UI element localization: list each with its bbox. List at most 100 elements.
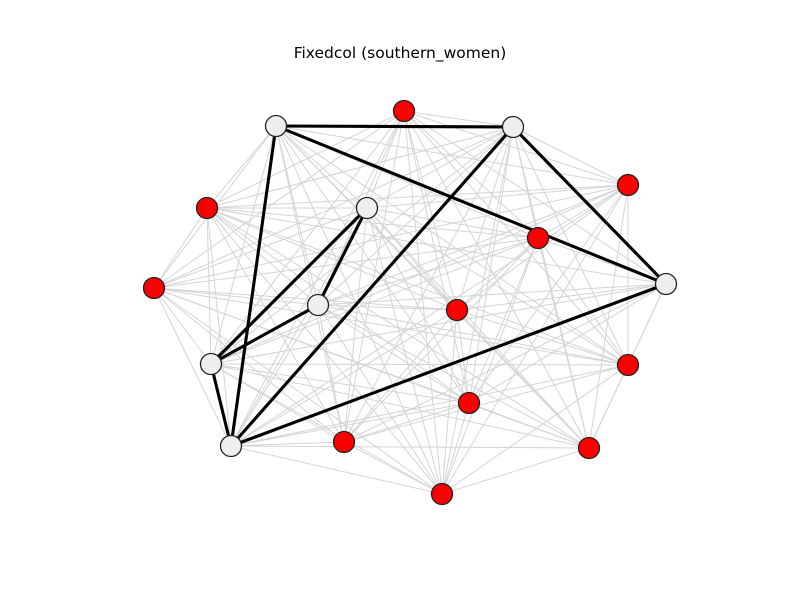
graph-edge-weak — [456, 283, 667, 311]
graph-edge-weak — [512, 126, 629, 186]
graph-edge-weak — [206, 207, 458, 311]
graph-edge-weak — [468, 283, 667, 404]
graph-edge-strong — [209, 303, 320, 366]
graph-edge-weak — [153, 287, 443, 495]
graph-edge-weak — [206, 207, 345, 443]
graph-edge-weak — [230, 445, 590, 449]
graph-edge-weak — [317, 304, 590, 449]
graph-edge-weak — [366, 184, 629, 209]
graph-edge-weak — [153, 287, 458, 311]
graph-edge-weak — [468, 184, 629, 404]
graph-edge-weak — [210, 363, 590, 449]
graph-edge-weak — [210, 363, 470, 404]
graph-edge-weak — [153, 287, 232, 447]
graph-edge-weak — [153, 207, 208, 289]
graph-edge-strong — [229, 125, 515, 448]
graph-edge-weak — [317, 283, 667, 306]
graph-edge-weak — [206, 125, 277, 209]
graph-edge-weak — [441, 364, 629, 495]
graph-node-light[interactable] — [501, 115, 525, 139]
graph-node-red[interactable] — [195, 196, 219, 220]
graph-edge-weak — [343, 126, 514, 443]
graph-edge-weak — [275, 125, 345, 443]
graph-node-red[interactable] — [332, 430, 356, 454]
graph-edge-weak — [441, 402, 470, 495]
graph-edge-weak — [366, 126, 514, 209]
graph-edge-weak — [210, 237, 539, 365]
graph-node-red[interactable] — [430, 482, 454, 506]
graph-edge-weak — [317, 184, 629, 306]
graph-edge-weak — [153, 184, 629, 289]
graph-edge-weak — [230, 309, 458, 447]
graph-edge-weak — [456, 237, 539, 311]
graph-edge-weak — [275, 125, 629, 186]
graph-edge-weak — [403, 110, 629, 366]
graph-edge-strong — [511, 125, 668, 286]
graph-edge-weak — [206, 207, 212, 365]
graph-edge-weak — [588, 184, 629, 449]
graph-edge-weak — [317, 237, 539, 306]
graph-node-red[interactable] — [616, 353, 640, 377]
graph-edge-weak — [153, 237, 539, 289]
graph-edge-weak — [206, 207, 539, 239]
graph-edge-weak — [456, 309, 590, 449]
graph-edge-weak — [403, 110, 470, 404]
graph-node-red[interactable] — [616, 173, 640, 197]
graph-edge-weak — [275, 125, 319, 306]
graph-edge-weak — [403, 110, 458, 311]
graph-edge-weak — [317, 304, 345, 443]
graph-edge-weak — [230, 441, 345, 447]
graph-edge-weak — [275, 125, 368, 209]
weak-edge-layer — [153, 110, 667, 495]
graph-edge-weak — [275, 125, 443, 495]
graph-node-light[interactable] — [306, 293, 330, 317]
graph-edge-weak — [153, 287, 319, 306]
graph-node-light[interactable] — [654, 272, 678, 296]
graph-edge-weak — [206, 207, 319, 306]
graph-edge-weak — [403, 110, 629, 186]
graph-edge-weak — [456, 309, 470, 404]
graph-edge-weak — [343, 441, 443, 495]
graph-edge-weak — [441, 447, 590, 495]
graph-node-light[interactable] — [199, 352, 223, 376]
graph-edge-strong — [229, 282, 668, 448]
graph-edge-strong — [209, 362, 233, 448]
graph-edge-weak — [366, 207, 458, 311]
graph-edge-weak — [456, 126, 514, 311]
graph-edge-weak — [230, 184, 629, 447]
graph-node-red[interactable] — [526, 226, 550, 250]
graph-edge-weak — [343, 402, 470, 443]
graph-edge-weak — [366, 207, 629, 366]
graph-edge-weak — [210, 363, 629, 366]
graph-edge-weak — [275, 125, 590, 449]
graph-edge-weak — [210, 125, 277, 365]
graph-edge-weak — [206, 207, 470, 404]
graph-edge-weak — [317, 126, 514, 306]
graph-edge-weak — [403, 110, 443, 495]
graph-node-light[interactable] — [219, 434, 243, 458]
graph-node-red[interactable] — [445, 298, 469, 322]
graph-edge-weak — [441, 126, 514, 495]
graph-edge-strong — [209, 206, 369, 366]
graph-edge-weak — [206, 184, 629, 209]
graph-node-light[interactable] — [264, 114, 288, 138]
graph-edge-weak — [343, 364, 629, 443]
graph-edge-weak — [456, 309, 629, 366]
graph-edge-weak — [588, 364, 629, 449]
graph-node-red[interactable] — [392, 99, 416, 123]
graph-node-red[interactable] — [142, 276, 166, 300]
graph-node-red[interactable] — [457, 391, 481, 415]
graph-node-light[interactable] — [355, 196, 379, 220]
graph-edge-weak — [317, 304, 629, 366]
graph-edge-weak — [441, 237, 539, 495]
graph-edge-weak — [275, 125, 470, 404]
graph-edge-weak — [210, 110, 405, 365]
graph-edge-weak — [537, 184, 629, 239]
graph-edge-weak — [230, 364, 629, 447]
graph-node-red[interactable] — [577, 436, 601, 460]
graph-edge-strong — [316, 206, 369, 307]
graph-edge-weak — [206, 207, 667, 285]
graph-edge-weak — [230, 207, 368, 447]
graph-edge-weak — [317, 304, 458, 311]
